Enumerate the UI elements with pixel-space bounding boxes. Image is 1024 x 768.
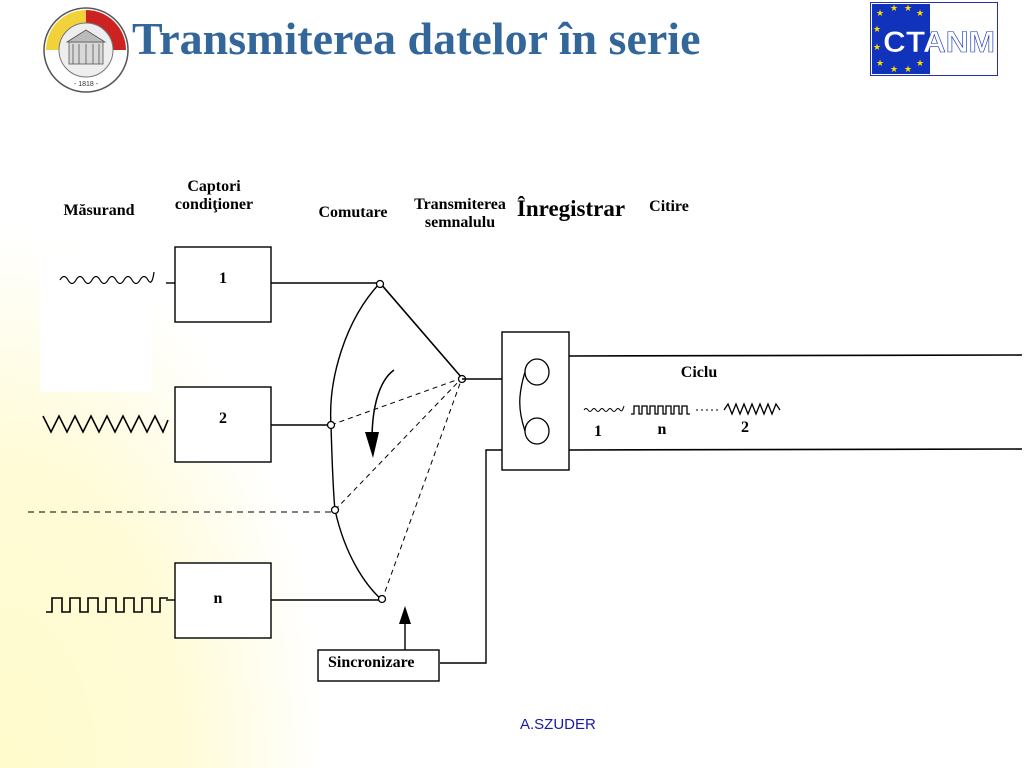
svg-text:★: ★	[916, 9, 924, 19]
sensor-box-1	[174, 246, 272, 323]
sync-label: Sincronizare	[328, 654, 415, 671]
svg-text:★: ★	[904, 65, 912, 75]
header-inregistrare-text: Înregistrar	[516, 196, 626, 221]
cycle-label: Ciclu	[680, 364, 718, 381]
recorder-reel-top	[524, 358, 550, 386]
recorder-box	[501, 331, 570, 471]
cycle-segment-1: 1	[594, 423, 602, 440]
signal-square-n	[46, 597, 168, 613]
commutator-arm	[379, 282, 463, 379]
sync-arrow	[399, 606, 411, 624]
header-inregistrare: Înregistrar	[508, 196, 634, 222]
ctanm-logo-icon: ★ ★ ★ ★ ★ ★ ★ ★ ★ ★ CTANM	[870, 2, 998, 76]
commutator-arc	[329, 282, 383, 601]
rotation-arrow	[371, 369, 395, 441]
svg-text:★: ★	[876, 59, 884, 69]
header-captori-conditioner: Captori condiţioner	[164, 178, 264, 215]
signal-wave-1	[59, 271, 155, 285]
university-seal-icon: - 1818 -	[43, 7, 129, 93]
cycle-segment-n: n	[657, 421, 667, 438]
header-citire: Citire	[649, 198, 689, 215]
tape-bottom-line	[568, 448, 1023, 451]
sync-feedback-line	[440, 449, 502, 664]
sync-box	[317, 649, 440, 682]
sensor-label-2: 2	[219, 410, 227, 427]
header-masurand: Măsurand	[63, 202, 135, 219]
signal-zigzag-2	[42, 414, 169, 434]
svg-text:★: ★	[890, 65, 898, 75]
seal-year: - 1818 -	[74, 81, 99, 88]
recorder-reel-bottom	[524, 417, 550, 445]
cycle-segment-2: 2	[741, 419, 749, 436]
svg-text:★: ★	[904, 4, 912, 14]
sensor-box-2	[174, 386, 272, 463]
svg-text:★: ★	[873, 43, 881, 53]
header-captori-line2: condiţioner	[174, 196, 254, 214]
svg-text:★: ★	[916, 59, 924, 69]
footer-author: A.SZUDER	[520, 716, 596, 733]
sensor-box-n	[174, 562, 272, 639]
tape-top-line	[568, 354, 1023, 357]
sensor-label-1: 1	[219, 270, 227, 287]
header-captori-line1: Captori	[187, 178, 241, 195]
header-transmiterea-semnalului: Transmiterea semnalulu	[406, 196, 514, 233]
sensor-label-n: n	[213, 590, 223, 607]
header-transmiterea-line2: semnalulu	[424, 214, 496, 232]
svg-text:★: ★	[876, 9, 884, 19]
slide-title: Transmiterea datelor în serie	[132, 13, 701, 64]
header-transmiterea-line1: Transmiterea	[414, 196, 506, 213]
svg-text:★: ★	[890, 4, 898, 14]
masurand-panel	[40, 250, 152, 392]
svg-text:★: ★	[873, 25, 881, 35]
ctanm-logo-text: CTANM	[883, 26, 995, 59]
header-comutare: Comutare	[318, 204, 388, 221]
